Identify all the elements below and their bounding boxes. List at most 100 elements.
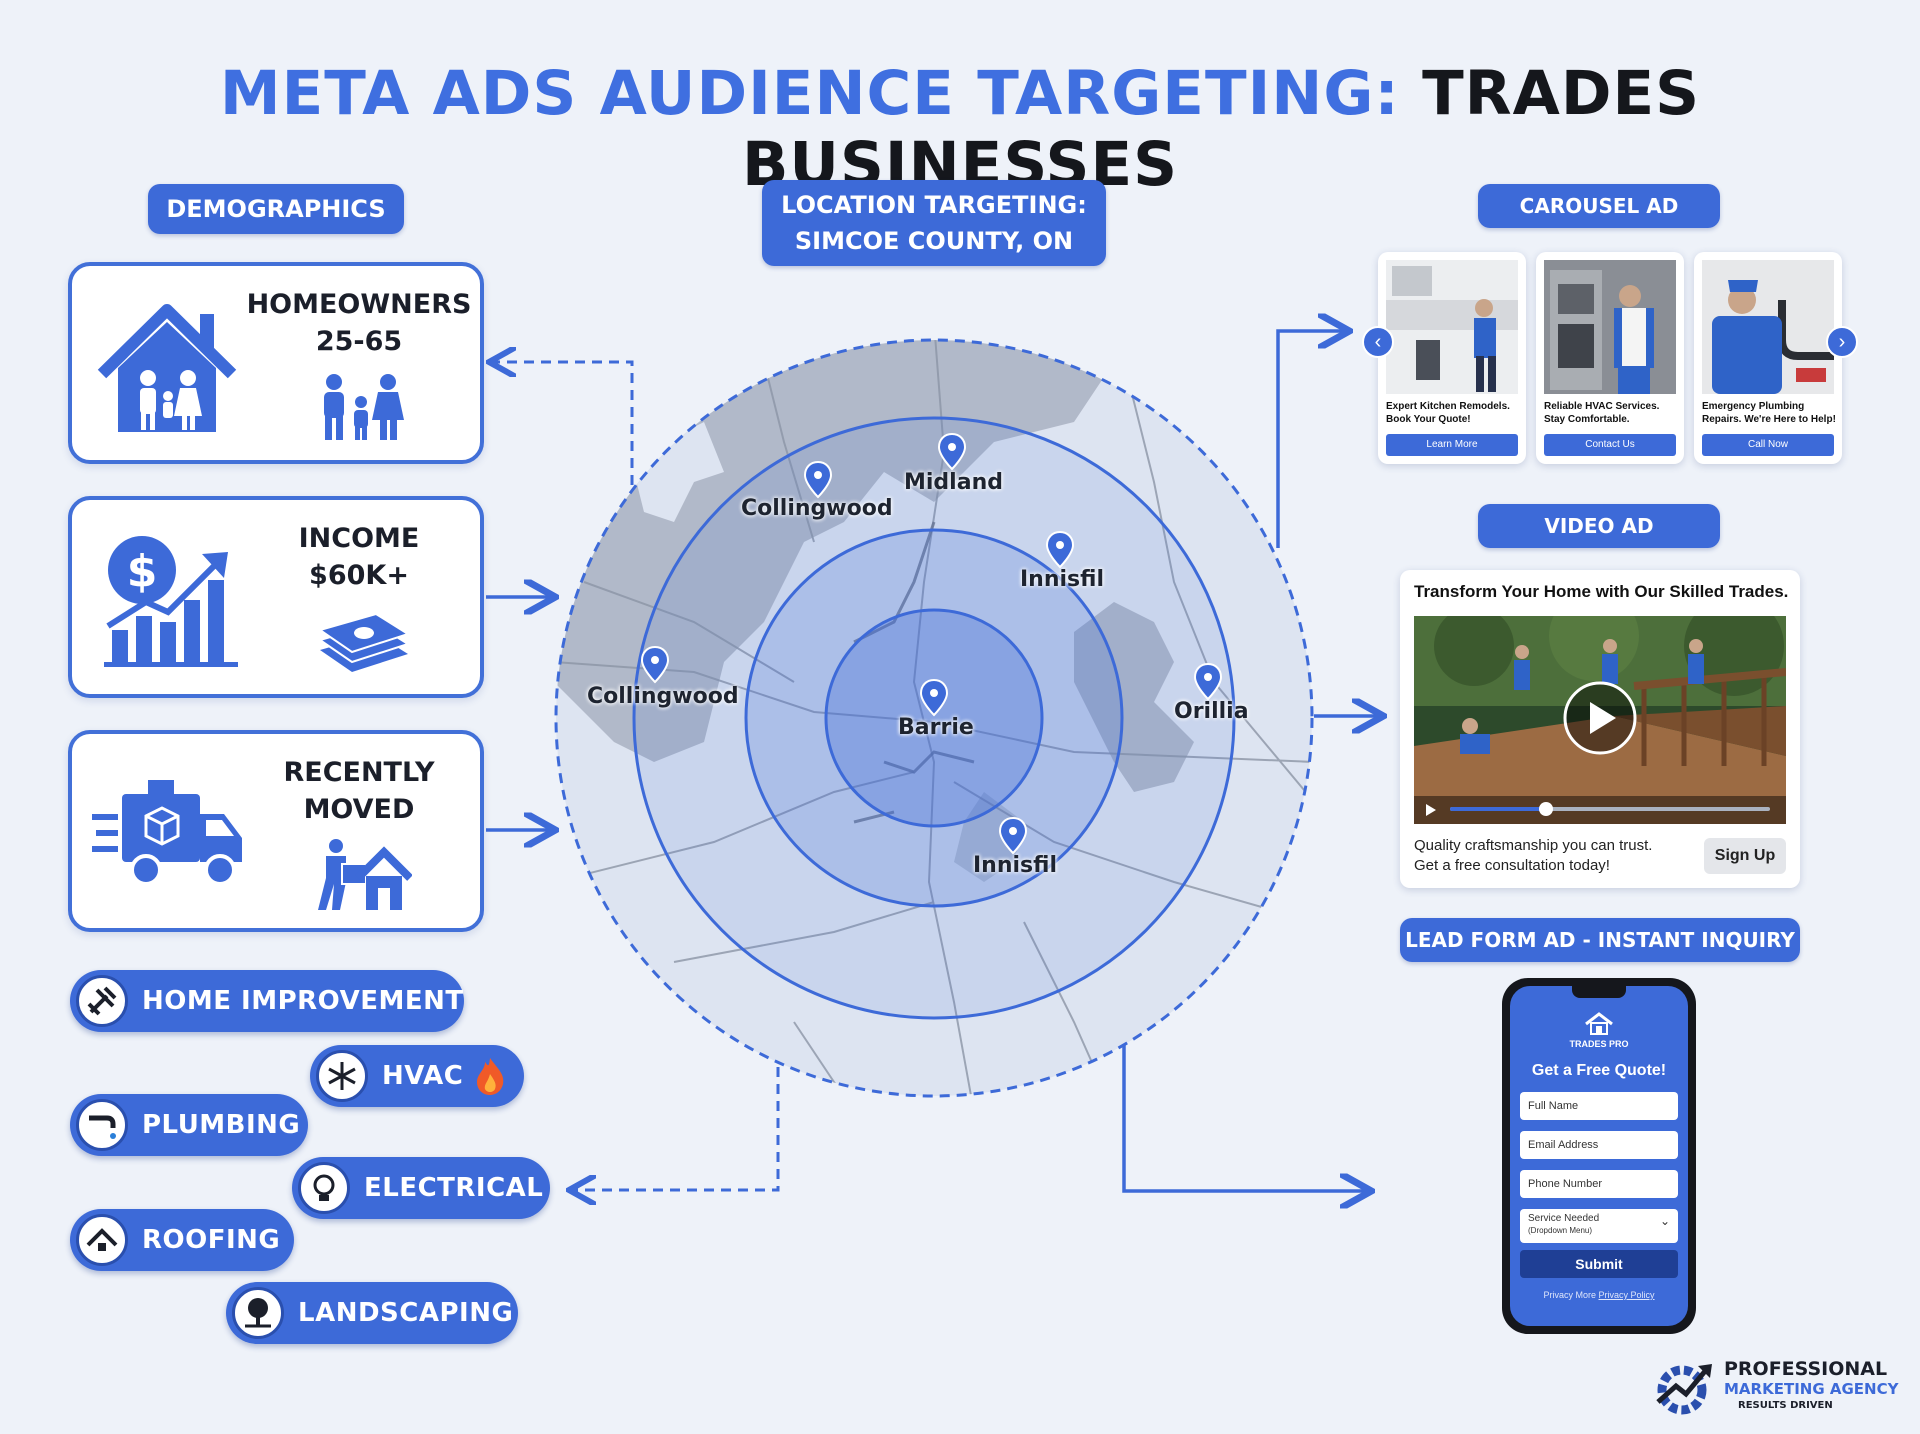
svg-text:$: $ — [127, 546, 158, 597]
income-amount-text: $60K+ — [309, 560, 409, 591]
carousel-next-button[interactable]: › — [1826, 326, 1858, 358]
video-body-line2: Get a free consultation today! — [1414, 857, 1610, 874]
category-electrical: ELECTRICAL — [292, 1157, 550, 1219]
carousel-card-plumbing[interactable]: Emergency Plumbing Repairs. We're Here t… — [1694, 252, 1842, 464]
carousel-ad: Expert Kitchen Remodels. Book Your Quote… — [1378, 252, 1844, 466]
carousel-prev-button[interactable]: ‹ — [1362, 326, 1394, 358]
learn-more-button[interactable]: Learn More — [1386, 434, 1518, 456]
select-label: Service Needed — [1528, 1213, 1600, 1224]
video-headline: Transform Your Home with Our Skilled Tra… — [1414, 582, 1789, 601]
category-label: PLUMBING — [142, 1110, 301, 1140]
category-label: LANDSCAPING — [298, 1298, 514, 1328]
video-ad-label: VIDEO AD — [1478, 504, 1720, 548]
map-pins — [640, 432, 1223, 855]
demographics-label: DEMOGRAPHICS — [148, 184, 404, 234]
flame-icon — [477, 1058, 504, 1095]
call-now-button[interactable]: Call Now — [1702, 434, 1834, 456]
snowflake-icon — [316, 1050, 368, 1102]
moving-truck-icon — [92, 780, 242, 886]
homeowners-text: HOMEOWNERS — [246, 289, 472, 320]
roof-icon — [76, 1214, 128, 1266]
carousel-card-kitchen[interactable]: Expert Kitchen Remodels. Book Your Quote… — [1378, 252, 1526, 464]
video-player[interactable] — [1414, 616, 1786, 824]
video-body-line1: Quality craftsmanship you can trust. — [1414, 837, 1653, 854]
recently-text: RECENTLY — [283, 757, 435, 788]
chevron-left-icon: ‹ — [1374, 331, 1382, 353]
homeowners-card: HOMEOWNERS 25-65 — [68, 262, 484, 464]
hvac-photo — [1544, 260, 1676, 394]
recently-moved-card: RECENTLY MOVED — [68, 730, 484, 932]
trades-pro-logo-icon — [1585, 1012, 1613, 1035]
cash-stack-icon — [317, 612, 411, 672]
email-field[interactable]: Email Address — [1520, 1131, 1678, 1159]
location-label-line2: SIMCOE COUNTY, ON — [794, 227, 1074, 255]
full-name-field[interactable]: Full Name — [1520, 1092, 1678, 1120]
carousel-caption: Emergency Plumbing Repairs. We're Here t… — [1702, 401, 1836, 425]
moved-text: MOVED — [303, 794, 415, 825]
tools-icon — [76, 975, 128, 1027]
submit-button[interactable]: Submit — [1520, 1250, 1678, 1278]
lead-form-heading: Get a Free Quote! — [1531, 1062, 1667, 1079]
title-part-1: META ADS AUDIENCE TARGETING: — [219, 58, 1400, 129]
kitchen-photo — [1386, 260, 1518, 394]
sign-up-button[interactable]: Sign Up — [1704, 838, 1786, 874]
carousel-caption: Expert Kitchen Remodels. Book Your Quote… — [1386, 401, 1510, 425]
privacy-policy-link[interactable]: Privacy Policy — [1598, 1290, 1655, 1300]
category-plumbing: PLUMBING — [70, 1094, 308, 1156]
city-label-barrie: Barrie — [898, 715, 974, 740]
tree-icon — [232, 1287, 284, 1339]
category-home-improvement: HOME IMPROVEMENT — [70, 970, 464, 1032]
age-range-text: 25-65 — [315, 326, 403, 357]
video-scrubber[interactable] — [1539, 802, 1553, 816]
video-progress-fill — [1450, 807, 1546, 811]
carousel-card-hvac[interactable]: Reliable HVAC Services. Stay Comfortable… — [1536, 252, 1684, 464]
contact-us-button[interactable]: Contact Us — [1544, 434, 1676, 456]
video-progress-track[interactable] — [1450, 802, 1770, 816]
lead-form-screen: TRADES PRO Get a Free Quote! Full Name E… — [1510, 986, 1688, 1326]
video-ad: Transform Your Home with Our Skilled Tra… — [1400, 570, 1800, 888]
lightbulb-icon — [298, 1162, 350, 1214]
category-landscaping: LANDSCAPING — [226, 1282, 518, 1344]
house-family-icon — [97, 304, 237, 432]
logo-line1: PROFESSIONAL — [1724, 1358, 1888, 1380]
carousel-ad-label: CAROUSEL AD — [1478, 184, 1720, 228]
income-text: INCOME — [298, 523, 420, 554]
income-card: $ INCOME $60K+ — [68, 496, 484, 698]
logo-line3: RESULTS DRIVEN — [1738, 1400, 1833, 1411]
phone-notch — [1572, 986, 1626, 998]
category-label: HVAC — [382, 1061, 464, 1091]
category-hvac: HVAC — [310, 1045, 524, 1107]
select-hint: (Dropdown Menu) — [1528, 1226, 1593, 1235]
service-needed-select[interactable]: Service Needed (Dropdown Menu) ⌄ — [1520, 1209, 1678, 1243]
category-roofing: ROOFING — [70, 1209, 294, 1271]
city-label-collingwood-1: Collingwood — [741, 496, 893, 521]
category-label: HOME IMPROVEMENT — [142, 986, 464, 1016]
city-label-collingwood-2: Collingwood — [587, 684, 739, 709]
location-map — [554, 338, 1314, 1098]
page-title: META ADS AUDIENCE TARGETING: TRADES BUSI… — [0, 58, 1920, 200]
phone-number-field[interactable]: Phone Number — [1520, 1170, 1678, 1198]
mover-house-icon — [318, 839, 412, 910]
privacy-prefix: Privacy More — [1543, 1290, 1596, 1300]
video-body-text: Quality craftsmanship you can trust. Get… — [1414, 836, 1652, 876]
dollar-growth-icon: $ — [104, 536, 238, 667]
category-label: ELECTRICAL — [364, 1173, 544, 1203]
city-label-innisfil-1: Innisfil — [1020, 567, 1104, 592]
privacy-line: Privacy More Privacy Policy — [1510, 1290, 1688, 1300]
faucet-icon — [76, 1099, 128, 1151]
location-targeting-label: LOCATION TARGETING: SIMCOE COUNTY, ON — [762, 180, 1106, 266]
agency-logo: PROFESSIONAL MARKETING AGENCY RESULTS DR… — [1650, 1352, 1912, 1428]
family-icon — [324, 374, 404, 440]
chevron-right-icon: › — [1838, 331, 1846, 353]
carousel-caption: Reliable HVAC Services. Stay Comfortable… — [1544, 401, 1660, 425]
logo-line2: MARKETING AGENCY — [1724, 1380, 1899, 1398]
plumbing-photo — [1702, 260, 1834, 394]
city-label-orillia: Orillia — [1174, 699, 1249, 724]
lead-form-ad-label: LEAD FORM AD - INSTANT INQUIRY — [1400, 918, 1800, 962]
location-label-line1: LOCATION TARGETING: — [781, 191, 1087, 219]
category-label: ROOFING — [142, 1225, 281, 1255]
gear-growth-icon — [1656, 1364, 1712, 1415]
phone-mockup: TRADES PRO Get a Free Quote! Full Name E… — [1502, 978, 1696, 1334]
city-label-midland: Midland — [904, 470, 1003, 495]
chevron-down-icon: ⌄ — [1659, 1214, 1670, 1228]
